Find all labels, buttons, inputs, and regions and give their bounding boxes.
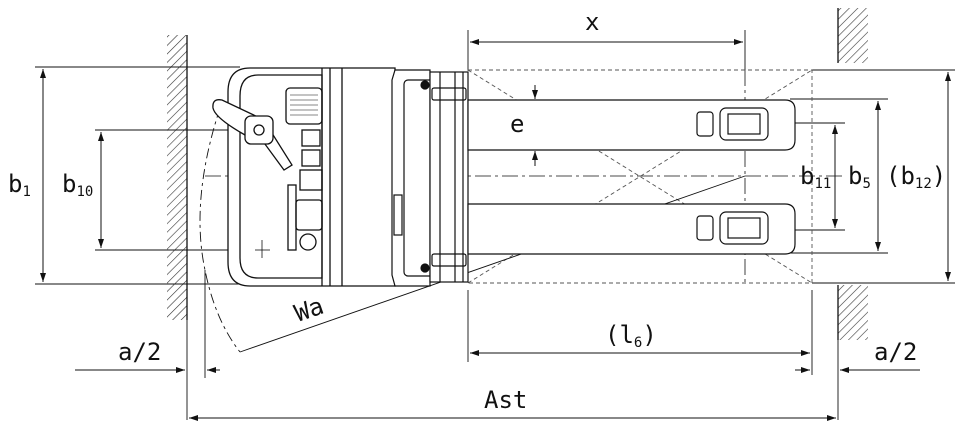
tiller-handle — [212, 99, 293, 171]
chassis — [391, 69, 469, 287]
wall-left — [167, 35, 188, 320]
wall-top-right — [837, 8, 868, 63]
truck-body — [227, 67, 396, 287]
wall-bottom-right — [837, 285, 868, 340]
extension-lines — [35, 30, 955, 420]
label-b12: (b12) — [886, 162, 946, 192]
label-wa: Wa — [291, 292, 327, 328]
label-x: x — [585, 8, 599, 36]
label-a2-left: a/2 — [118, 338, 161, 366]
label-b10: b10 — [62, 170, 93, 200]
label-l6: (l6) — [605, 321, 657, 351]
label-b5: b5 — [848, 162, 871, 192]
label-b1: b1 — [8, 170, 31, 200]
label-e: e — [510, 110, 524, 138]
label-b11: b11 — [800, 162, 831, 192]
dimension-lines — [40, 39, 951, 421]
label-a2-right: a/2 — [874, 338, 917, 366]
labels: x e b1 b10 b11 b5 (b12) Wa (l6) a/2 a/2 … — [8, 8, 946, 414]
label-ast: Ast — [484, 386, 527, 414]
forks — [467, 99, 796, 255]
